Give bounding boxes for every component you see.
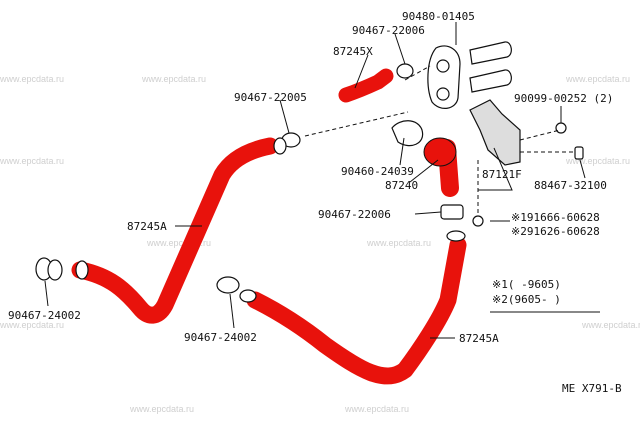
watermark: www.epcdata.ru — [344, 404, 409, 414]
watermark: www.epcdata.ru — [146, 238, 211, 248]
hose-end-lower — [446, 230, 466, 242]
valve-87240 — [423, 137, 457, 167]
valve-assembly-87121f-icon — [469, 99, 521, 166]
clamp-22006-mid-icon — [440, 204, 464, 220]
part-labels: 90480-01405 90467-22006 87245X 90467-220… — [8, 10, 613, 345]
clamp-mid-icon — [216, 276, 240, 294]
watermark: www.epcdata.ru — [0, 156, 64, 166]
label-87245x: 87245X — [333, 45, 373, 58]
gasket-hole-upper — [436, 59, 450, 73]
bolt-90099-icon — [555, 122, 567, 134]
watermark: www.epcdata.ru — [366, 238, 431, 248]
watermark: www.epcdata.ru — [581, 320, 640, 330]
hose-87245x — [338, 68, 394, 103]
hoses — [71, 68, 467, 385]
label-87121f: 87121F — [482, 168, 522, 181]
label-90480-01405: 90480-01405 — [402, 10, 475, 23]
label-191666-60628: ※191666-60628 — [511, 211, 600, 224]
label-87245a-right: 87245A — [459, 332, 499, 345]
label-90467-24002-left: 90467-24002 — [8, 309, 81, 322]
legend-row-1: ※1( -9605) — [492, 278, 561, 291]
washer-icon — [472, 215, 484, 227]
clamp-left-ring — [47, 259, 63, 281]
label-90467-22006-top: 90467-22006 — [352, 24, 425, 37]
label-88467-32100: 88467-32100 — [534, 179, 607, 192]
legend: ※1( -9605) ※2(9605- ) — [492, 278, 561, 306]
clamps — [35, 63, 466, 303]
hose-87245a-right — [246, 236, 467, 385]
label-90467-22005: 90467-22005 — [234, 91, 307, 104]
hose-end-mid — [239, 289, 257, 303]
leader-lines — [44, 22, 600, 339]
label-90467-24002-mid: 90467-24002 — [184, 331, 257, 344]
watermarks: www.epcdata.ru www.epcdata.ru www.epcdat… — [0, 74, 640, 414]
label-87240: 87240 — [385, 179, 418, 192]
watermark: www.epcdata.ru — [129, 404, 194, 414]
clamp-22006-top-icon — [396, 63, 414, 79]
legend-row-2: ※2(9605- ) — [492, 293, 561, 306]
label-291626-60628: ※291626-60628 — [511, 225, 600, 238]
hose-end-left — [75, 260, 89, 280]
hose-87245a-left — [71, 137, 279, 324]
hardware — [391, 41, 584, 227]
gasket-hole-lower — [436, 87, 450, 101]
assembly-lines — [304, 65, 576, 215]
pipe-lower — [469, 69, 512, 93]
diagram-code: ME X791-B — [562, 382, 622, 395]
watermark: www.epcdata.ru — [0, 74, 64, 84]
label-90099-00252: 90099-00252 (2) — [514, 92, 613, 105]
watermark: www.epcdata.ru — [565, 156, 630, 166]
watermark: www.epcdata.ru — [0, 320, 64, 330]
hose-end-upper — [273, 137, 287, 155]
watermark: www.epcdata.ru — [565, 74, 630, 84]
bracket-90460-icon — [391, 120, 424, 147]
label-90467-22006-mid: 90467-22006 — [318, 208, 391, 221]
gasket-icon — [427, 45, 461, 109]
watermark: www.epcdata.ru — [141, 74, 206, 84]
bolt-88467-icon — [574, 146, 584, 160]
label-90460-24039: 90460-24039 — [341, 165, 414, 178]
label-87245a-left: 87245A — [127, 220, 167, 233]
pipe-upper — [469, 41, 512, 65]
